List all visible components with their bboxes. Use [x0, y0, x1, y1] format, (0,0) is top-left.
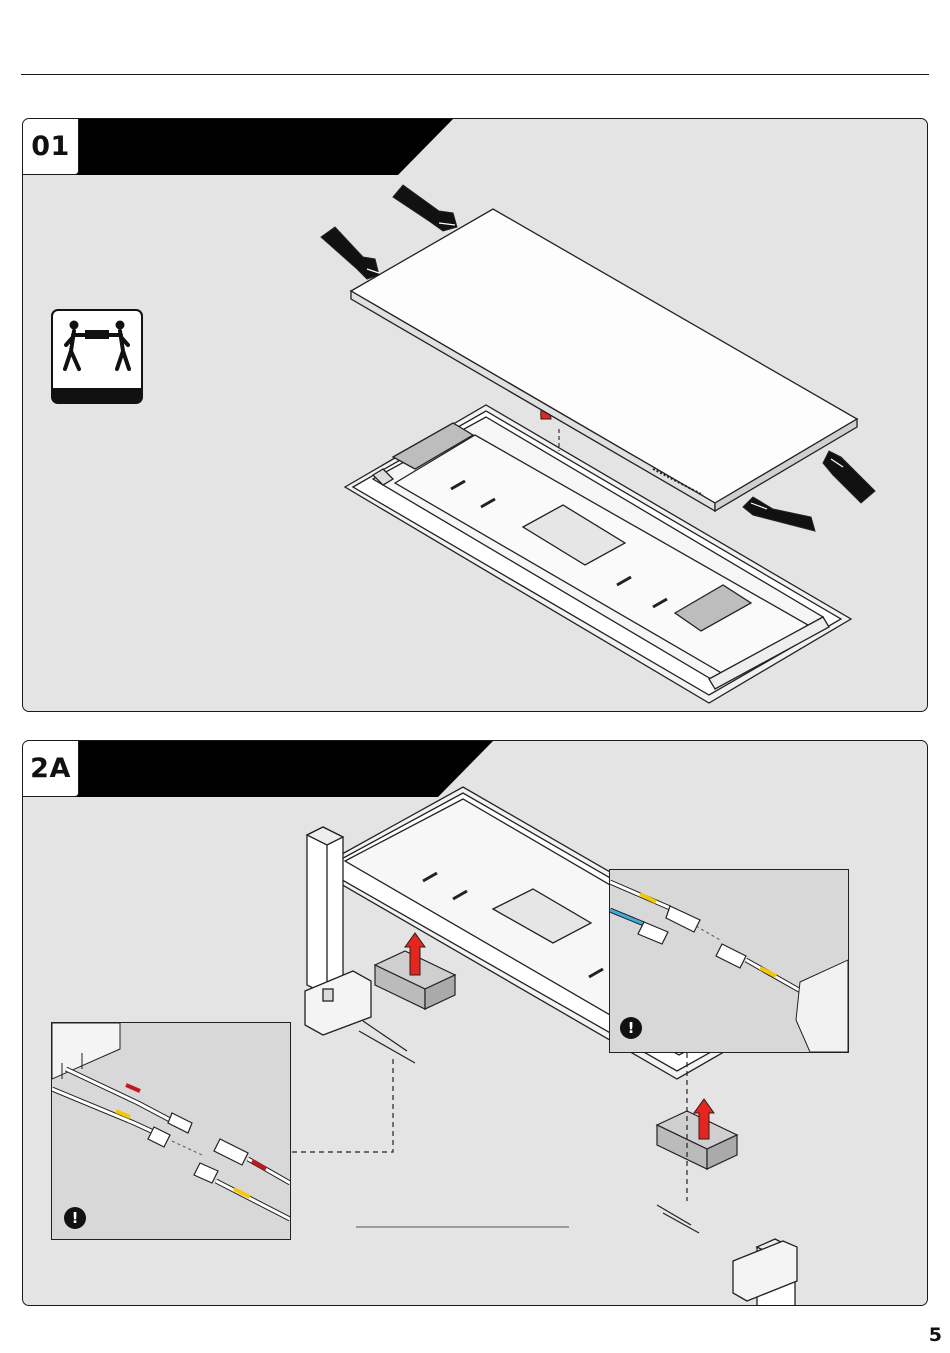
connector-detail-right: ! [609, 869, 849, 1053]
warning-icon: ! [64, 1207, 86, 1229]
step-01-panel: 01 [22, 118, 928, 712]
two-person-lift-icon [52, 310, 142, 403]
connector-illustration [610, 870, 848, 1052]
warning-icon: ! [620, 1017, 642, 1039]
step-2a-panel: 2A [22, 740, 928, 1306]
connector-illustration [52, 1023, 290, 1239]
page-number: 5 [929, 1324, 942, 1346]
header-rule [21, 74, 929, 75]
connector-detail-left: ! [51, 1022, 291, 1240]
leg-column-right [733, 1239, 797, 1306]
callout-leaders [292, 1053, 687, 1201]
step-01-illustration [23, 119, 928, 712]
